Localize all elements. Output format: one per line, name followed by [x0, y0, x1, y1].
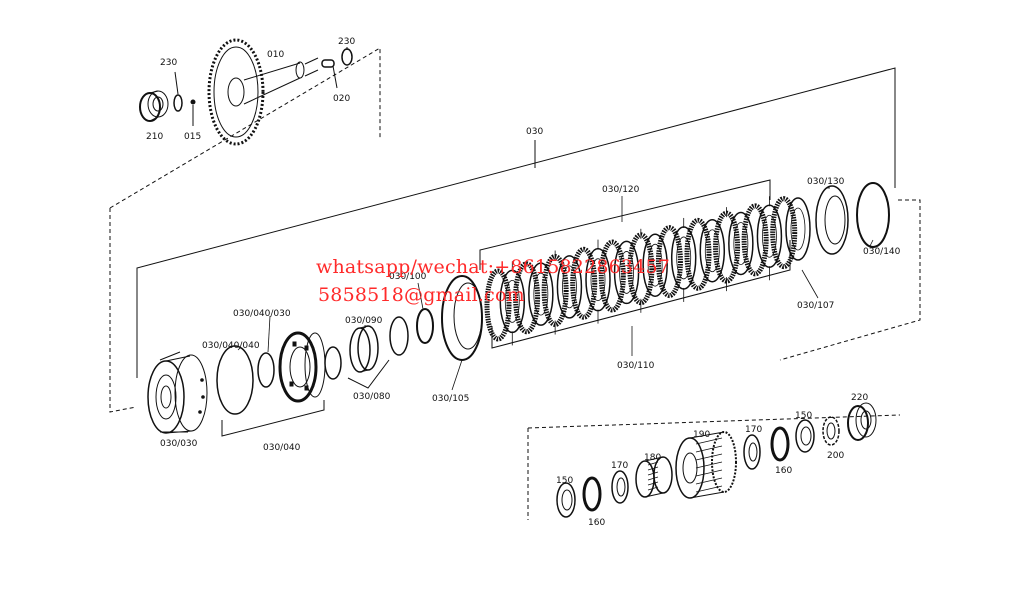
- label-030: 030: [526, 127, 543, 137]
- pin-015: [190, 99, 196, 126]
- steel-plate-bore: [704, 229, 720, 273]
- label-210: 210: [146, 132, 163, 142]
- group-outline-030: [109, 67, 921, 413]
- bearing-220: [847, 402, 877, 441]
- steel-plate-bore: [647, 243, 663, 287]
- label-030-040-030: 030/040/030: [233, 309, 291, 319]
- group-outline-top: [109, 47, 381, 209]
- group-outline-bottom: [527, 414, 901, 520]
- label-180: 180: [644, 453, 661, 463]
- washer-150-left: [556, 482, 576, 518]
- spring-030-090: [349, 325, 379, 373]
- label-030-110: 030/110: [617, 361, 655, 371]
- bracket-030-040: [221, 400, 325, 437]
- friction-plate: [741, 203, 769, 277]
- friction-plate: [598, 239, 626, 313]
- watermark-email-line: 5858518@gmail.com: [318, 284, 525, 306]
- label-030-040: 030/040: [263, 443, 301, 453]
- friction-plate: [484, 268, 512, 342]
- label-170-left: 170: [611, 461, 628, 471]
- steel-plate-bore: [590, 258, 606, 302]
- label-020: 020: [333, 94, 350, 104]
- snap-ring-030-100: [416, 308, 434, 344]
- steel-plate: [613, 240, 640, 305]
- steel-plate-bore: [504, 279, 520, 323]
- piston-030-040: [278, 331, 326, 403]
- watermark-contact-line: whatsapp/wechat:+8615822863457: [316, 256, 671, 278]
- label-030-120: 030/120: [602, 185, 640, 195]
- washer-170-right: [743, 434, 761, 470]
- steel-plate-bore: [790, 207, 806, 251]
- steel-plate: [785, 197, 811, 261]
- steel-plate: [670, 226, 697, 290]
- friction-plate: [684, 217, 712, 291]
- steel-plate: [699, 218, 726, 283]
- steel-plate: [728, 211, 754, 276]
- label-150-right: 150: [795, 411, 812, 421]
- steel-plate-bore: [733, 222, 749, 265]
- seal-030-040-030: [257, 352, 275, 388]
- steel-plate: [556, 255, 583, 319]
- steel-plate: [756, 204, 783, 268]
- friction-plate: [570, 246, 598, 320]
- snap-ring-230-right: [341, 47, 353, 66]
- seal-030-040-040: [216, 345, 254, 415]
- label-170-right: 170: [745, 425, 762, 435]
- bearing-210: [139, 90, 169, 122]
- key-020: [321, 59, 338, 89]
- ring-030-080-b: [389, 316, 409, 356]
- friction-plate: [770, 196, 798, 270]
- ring-030-080: [324, 346, 342, 380]
- snap-ring-030-140: [856, 182, 890, 248]
- nut-200: [822, 416, 840, 446]
- washer-170-left: [611, 470, 629, 504]
- steel-plate-bore: [562, 265, 577, 309]
- steel-plate-bore: [533, 272, 549, 316]
- clutch-plate-stack: [484, 196, 811, 346]
- gear-010: [207, 38, 319, 146]
- label-220: 220: [851, 393, 868, 403]
- label-030-100: 030/100: [389, 272, 427, 282]
- label-030-080: 030/080: [353, 392, 391, 402]
- label-230-right: 230: [338, 37, 355, 47]
- label-030-107: 030/107: [797, 301, 834, 311]
- needle-bearing-180: [635, 456, 673, 498]
- plate-030-130: [815, 185, 849, 255]
- washer-150-right: [795, 419, 815, 453]
- steel-plate-bore: [619, 251, 634, 294]
- label-010: 010: [267, 50, 284, 60]
- label-030-130: 030/130: [807, 177, 845, 187]
- ring-160-right: [770, 426, 790, 462]
- snap-ring-230-left: [173, 71, 183, 112]
- label-190: 190: [693, 430, 710, 440]
- ring-160-left: [582, 476, 602, 512]
- label-030-090: 030/090: [345, 316, 383, 326]
- leader-lines: [237, 187, 874, 391]
- friction-plate: [513, 261, 541, 335]
- friction-plate: [655, 225, 683, 299]
- housing-030-030: [147, 351, 208, 434]
- label-030-030: 030/030: [160, 439, 198, 449]
- label-160-left: 160: [588, 518, 605, 528]
- leaders-030-080: [347, 359, 390, 389]
- steel-plate-bore: [676, 236, 692, 280]
- callout-labels: 010 015 020 210 230 230 030 030/120 030/…: [146, 37, 901, 528]
- label-200: 200: [827, 451, 844, 461]
- steel-plate: [642, 233, 668, 297]
- steel-plate-bore: [762, 214, 777, 258]
- gear-190: [675, 431, 737, 499]
- label-015: 015: [184, 132, 201, 142]
- label-030-105: 030/105: [432, 394, 469, 404]
- steel-plate: [528, 262, 554, 326]
- label-230-left: 230: [160, 58, 177, 68]
- label-030-140: 030/140: [863, 247, 901, 257]
- label-160-right: 160: [775, 466, 792, 476]
- label-150-left: 150: [556, 476, 573, 486]
- label-030-040-040: 030/040/040: [202, 341, 260, 351]
